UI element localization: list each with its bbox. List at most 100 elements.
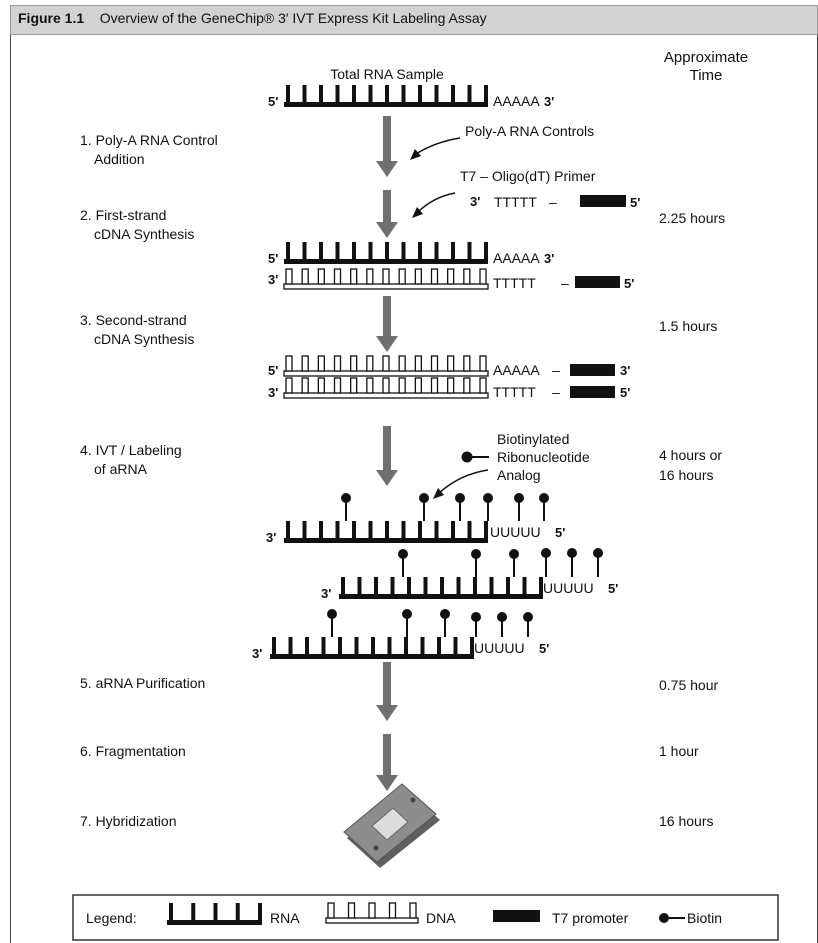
step-label: 2. First-strand <box>80 207 166 223</box>
rna-base <box>213 903 218 920</box>
rna-base <box>302 85 307 102</box>
dna-base <box>463 377 471 394</box>
legend-rna-label: RNA <box>270 910 300 926</box>
rna-base <box>335 521 340 538</box>
cdna-t7-promoter <box>575 276 620 288</box>
rna-base <box>371 637 375 654</box>
dna-base <box>447 268 455 285</box>
dna-base <box>409 902 417 919</box>
ds-t7-promoter-top <box>570 364 615 376</box>
arrow-shaft <box>383 296 391 338</box>
biotin-label <box>523 612 533 637</box>
biotin-label <box>471 549 481 577</box>
rna-backbone <box>284 259 488 264</box>
primer-three-prime: 3' <box>470 194 480 209</box>
biotin-label <box>539 493 549 521</box>
rna-base <box>368 242 373 259</box>
biotin-label <box>398 549 408 577</box>
dna-base <box>414 268 422 285</box>
legend-rna-symbol <box>167 903 262 925</box>
dna-base <box>366 268 374 285</box>
rna-base <box>338 637 342 654</box>
dna-base <box>430 377 439 394</box>
dna-base <box>382 377 390 394</box>
rna-base <box>434 521 439 538</box>
five-prime-label: 5' <box>555 525 565 540</box>
primer-t7-promoter <box>580 195 626 207</box>
step-label: cDNA Synthesis <box>94 226 194 242</box>
biotin-dot <box>593 548 603 558</box>
biotin-analog-label: Analog <box>497 467 541 483</box>
biotin-dot <box>440 609 450 619</box>
rna-base <box>453 637 458 654</box>
dna-base <box>301 268 309 285</box>
step-label: 5. aRNA Purification <box>80 675 205 691</box>
dna-base <box>430 268 439 285</box>
step-time: 1 hour <box>659 743 699 759</box>
dna-base <box>317 355 325 372</box>
primer-five-prime: 5' <box>630 195 640 210</box>
biotin-label <box>455 493 465 521</box>
rna-base <box>357 577 362 594</box>
polyu-tail: UUUUU <box>474 640 525 656</box>
three-prime-label: 3' <box>268 272 278 287</box>
dna-base <box>347 902 356 919</box>
total-rna-label: Total RNA Sample <box>330 66 444 82</box>
legend-dna-symbol <box>325 902 419 924</box>
biotin-label <box>341 493 351 521</box>
dna-base <box>414 377 422 394</box>
step-time: 0.75 hour <box>659 677 718 693</box>
rna-base <box>368 521 373 538</box>
rna-base <box>319 242 323 259</box>
legend-biotin-label: Biotin <box>687 910 722 926</box>
chip-port <box>373 845 379 851</box>
pointer-head <box>433 488 444 499</box>
dna-base <box>430 355 439 372</box>
legend-title: Legend: <box>86 910 137 926</box>
dna-base <box>301 377 309 394</box>
dna-base <box>398 268 406 285</box>
arrow-head <box>376 336 398 352</box>
rna-base <box>305 637 309 654</box>
legend-t7-symbol <box>493 910 540 922</box>
rna-backbone <box>339 594 543 599</box>
rna-base <box>467 85 472 102</box>
dna-base <box>463 355 471 372</box>
rna-base <box>272 637 276 654</box>
dna-base <box>479 377 487 394</box>
biotin-label <box>483 493 493 521</box>
arrow-step-4 <box>376 426 398 486</box>
rna-base <box>434 242 439 259</box>
rna-base <box>418 242 422 259</box>
rna-base <box>191 903 196 920</box>
dna-base <box>301 355 309 372</box>
three-prime-label: 3' <box>266 530 276 545</box>
chip-port <box>410 797 416 803</box>
dna-base <box>382 355 390 372</box>
legend-t7-label: T7 promoter <box>552 910 629 926</box>
step-label: 4. IVT / Labeling <box>80 442 182 458</box>
rna-base <box>335 85 340 102</box>
dna-base <box>366 355 374 372</box>
polya-tail: AAAAA <box>493 93 540 109</box>
arrow-shaft <box>383 116 391 163</box>
dna-base <box>463 268 471 285</box>
polya-controls-label: Poly-A RNA Controls <box>465 123 594 139</box>
biotin-dot <box>471 612 481 622</box>
second-strand-bottom <box>283 377 489 399</box>
rna-base <box>539 577 543 594</box>
biotin-dot <box>497 612 507 622</box>
pointer-line <box>415 137 461 155</box>
dna-base <box>350 377 358 394</box>
biotin-dot <box>327 609 337 619</box>
arrow-step-5 <box>376 662 398 721</box>
first-strand-rna <box>284 242 488 264</box>
rna-base <box>434 85 439 102</box>
rna-base <box>288 637 293 654</box>
dash: – <box>561 275 569 291</box>
rna-base <box>319 85 323 102</box>
three-prime-label: 3' <box>544 94 554 109</box>
arrow-shaft <box>383 662 391 707</box>
time-header: Approximate <box>664 49 748 66</box>
rna-base <box>484 85 488 102</box>
